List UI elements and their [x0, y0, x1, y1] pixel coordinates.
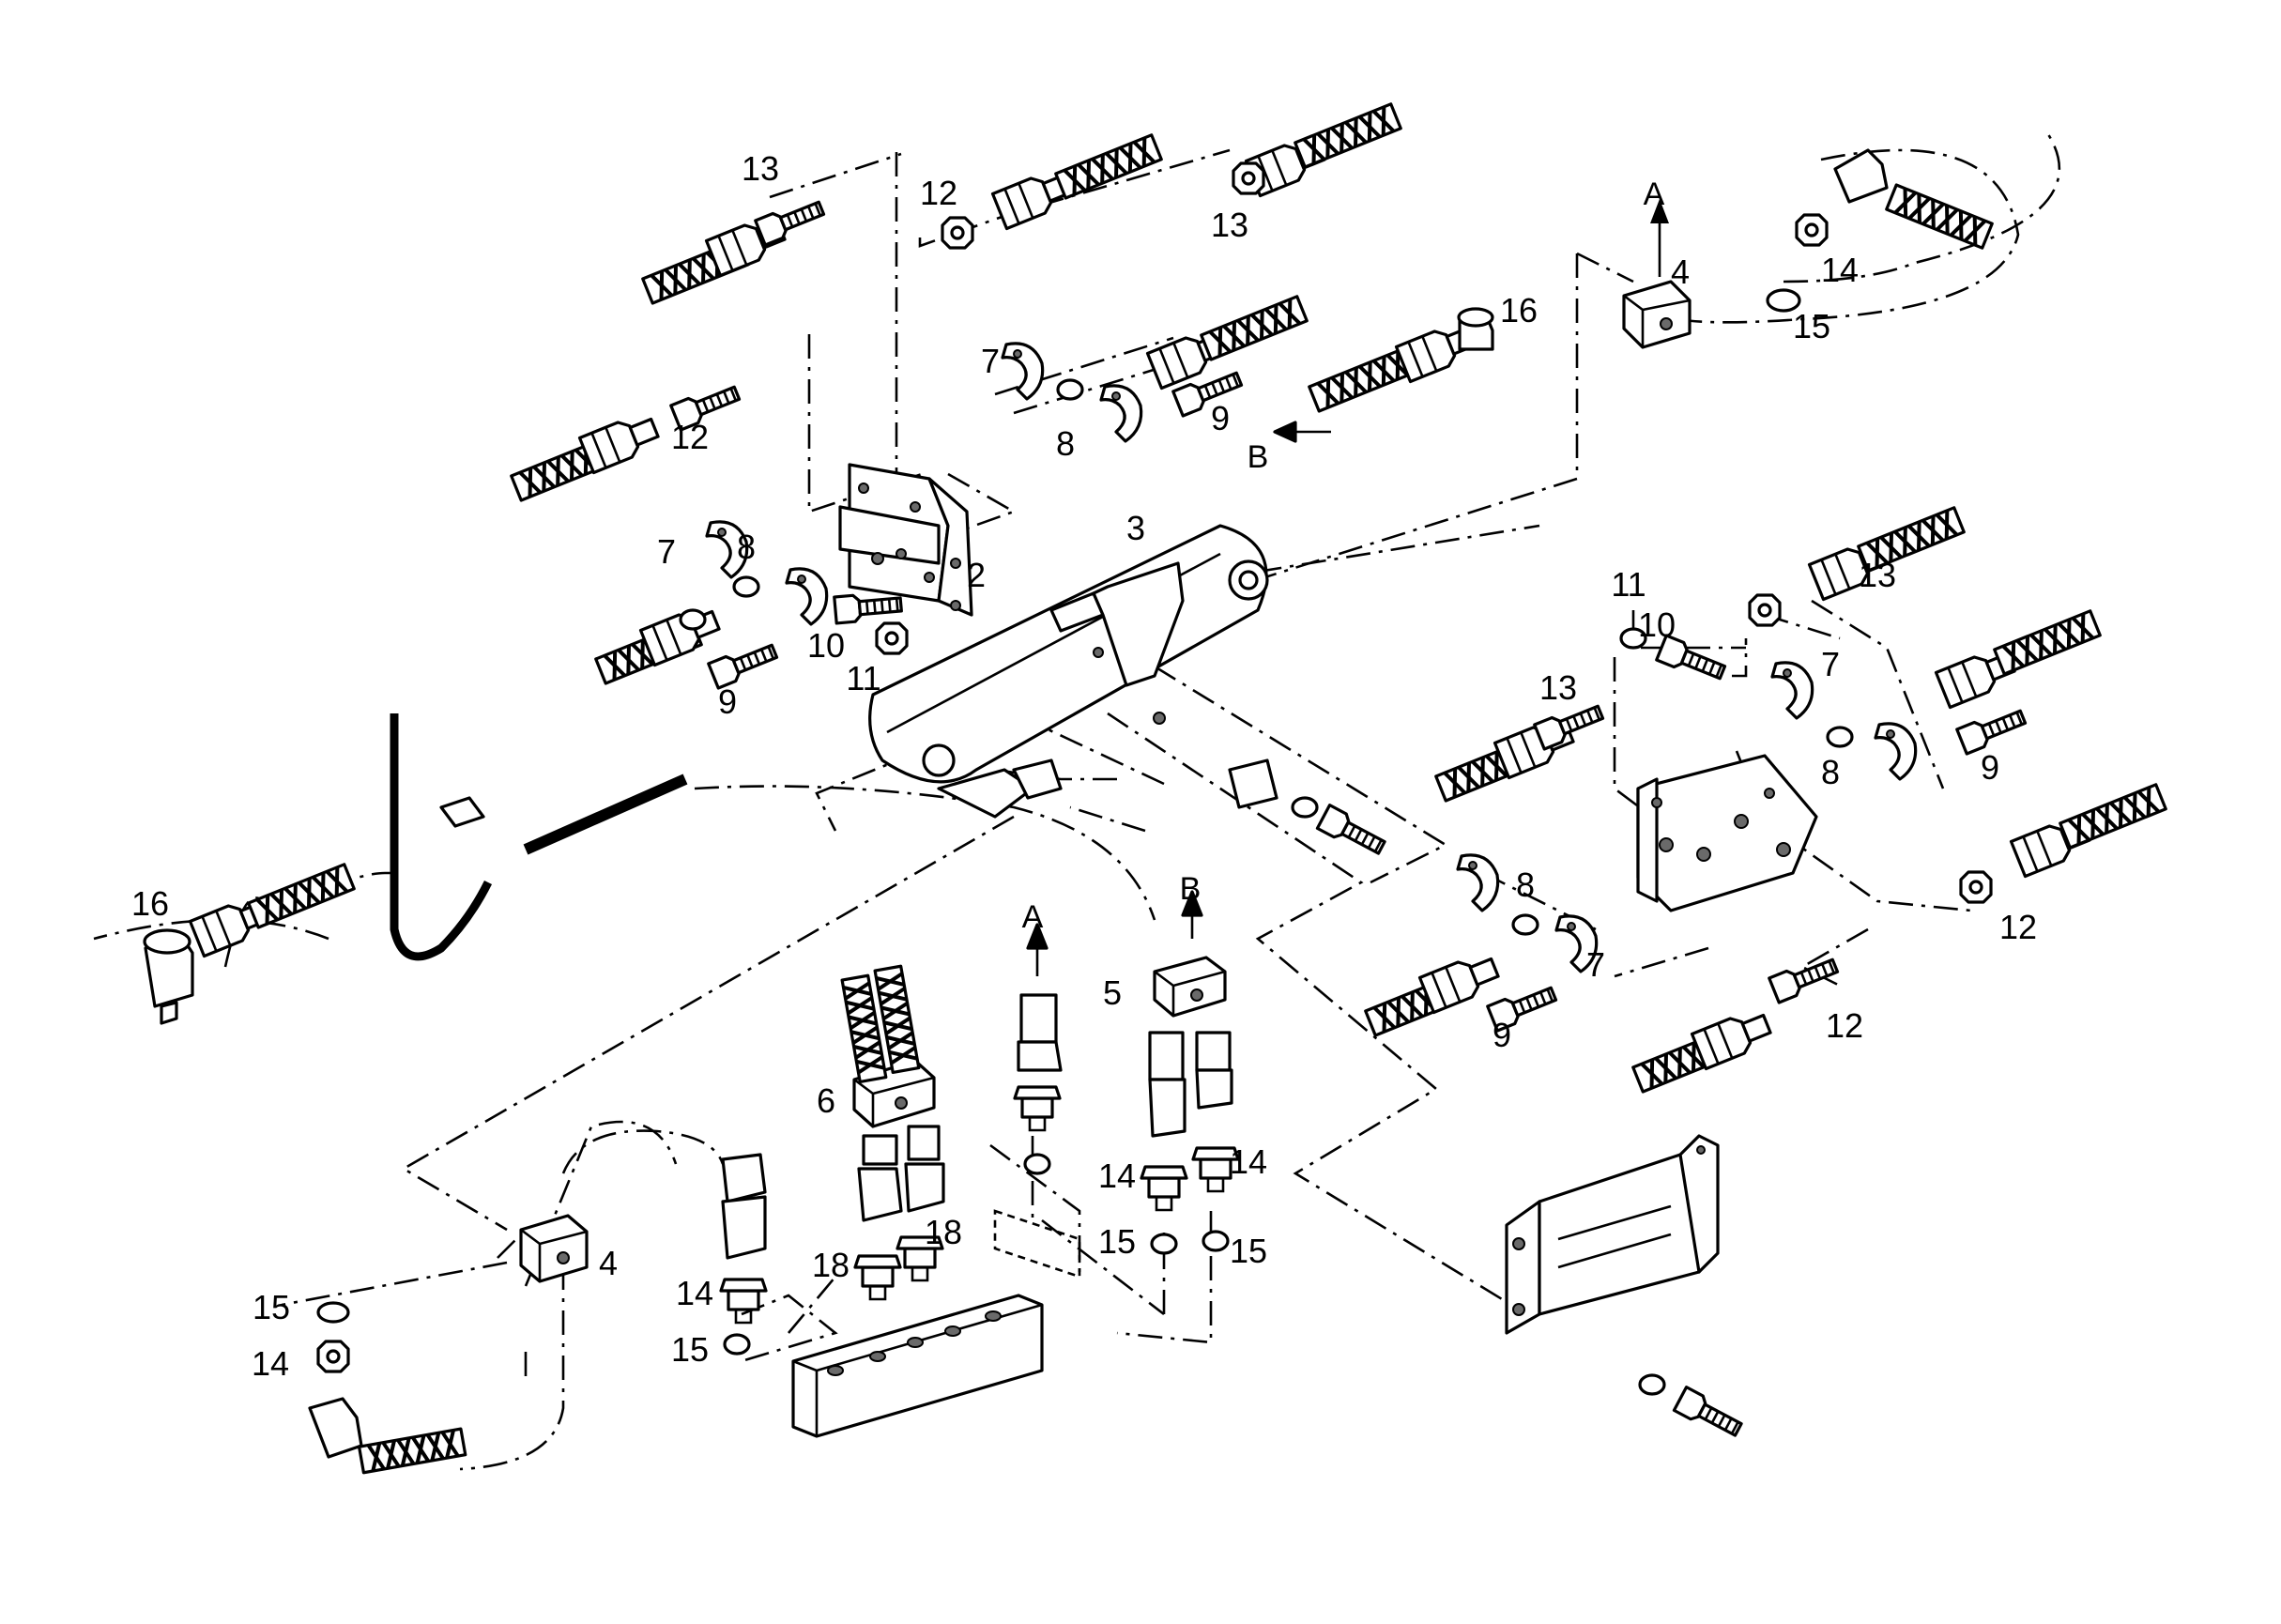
callout-letter: A [1644, 176, 1665, 212]
callout-number: 8 [737, 528, 756, 566]
junction-block-5 [1153, 956, 1227, 1018]
callout-number: 13 [1211, 206, 1248, 244]
hose-assembly-middle [1145, 294, 1309, 391]
callout-number: 9 [1981, 748, 1999, 787]
callout-number: 3 [1126, 509, 1145, 547]
callout-number: 9 [1211, 399, 1230, 437]
callout-letter: B [1180, 871, 1202, 907]
port-block [791, 1209, 1081, 1438]
callout-letter: B [1248, 439, 1269, 475]
hose-assembly-upper-1 [640, 194, 828, 305]
hose-assembly-right-4 [1433, 698, 1607, 803]
vertical-fittings-bottom [719, 890, 1240, 1356]
callout-number: 14 [252, 1344, 289, 1383]
mounting-bracket [1505, 1134, 1720, 1335]
assembly-center-lines [93, 130, 2061, 1363]
callout-number: 11 [1611, 565, 1646, 604]
hose-assembly-left-2 [593, 601, 725, 685]
callout-number: 12 [671, 418, 709, 456]
callout-number: 14 [676, 1274, 713, 1312]
callout-number: 5 [1103, 973, 1122, 1012]
callout-number: 4 [1671, 253, 1690, 291]
callout-number: 8 [1821, 753, 1840, 791]
hose-assembly-upper-3 [1244, 101, 1403, 198]
callout-number: 12 [920, 174, 957, 212]
callout-number: 16 [1500, 291, 1538, 329]
callout-number: 15 [1230, 1232, 1267, 1270]
callout-number: 14 [1821, 251, 1859, 289]
callout-number: 10 [807, 626, 845, 665]
callout-number: 12 [1826, 1006, 1863, 1045]
callout-number: 9 [1493, 1016, 1511, 1054]
elbow-fitting-lower-left [308, 1301, 467, 1475]
callout-number: 11 [846, 659, 880, 697]
main-bracket [868, 524, 1269, 819]
manifold-block-upper-left [838, 463, 973, 617]
hose-assembly-right-3 [1959, 782, 2168, 904]
manifold-plate-right [1636, 754, 1818, 912]
flow-arrows [1650, 199, 1669, 277]
callout-number: 18 [925, 1213, 962, 1251]
callout-number: 12 [1999, 908, 2037, 946]
callout-number: 15 [671, 1330, 709, 1369]
callout-letter: A [1022, 899, 1044, 935]
callout-number: 8 [1056, 424, 1075, 463]
callout-number: 10 [1638, 605, 1676, 644]
bolt-bracket-lower [1228, 758, 1746, 1443]
hose-assembly-upper-2 [990, 132, 1164, 231]
callout-number: 15 [1098, 1222, 1136, 1261]
callout-number: 9 [718, 682, 737, 721]
callout-number: 7 [981, 342, 1000, 380]
hose-assembly-right-5 [1363, 853, 1599, 1037]
junction-block-4-upper [1622, 280, 1692, 349]
callout-number: 16 [131, 884, 169, 923]
callout-number: 2 [967, 556, 986, 594]
hose-assembly-b [1273, 307, 1494, 443]
callout-number: 7 [657, 532, 676, 571]
callout-number: 13 [742, 149, 779, 188]
callout-number: 8 [1516, 866, 1535, 904]
callout-number: 13 [1539, 668, 1577, 707]
callout-number: 14 [1230, 1142, 1267, 1181]
callout-number: 7 [1821, 645, 1840, 683]
callout-number: 4 [599, 1244, 618, 1282]
hose-assembly-right-6 [1630, 952, 1842, 1094]
callout-number: 13 [1859, 556, 1896, 594]
callout-number: 7 [1586, 945, 1605, 984]
junction-block-4-lower [519, 1214, 589, 1283]
callout-number: 15 [1793, 307, 1830, 345]
hose-assembly-right-1 [1748, 505, 1967, 627]
callout-number: 6 [817, 1081, 835, 1120]
callout-number: 15 [253, 1288, 290, 1326]
callout-number: 14 [1098, 1157, 1136, 1195]
gauge-hose-left [143, 713, 688, 1025]
callout-number: 18 [812, 1246, 850, 1284]
elbow-fitting-upper-right [1766, 148, 1995, 313]
